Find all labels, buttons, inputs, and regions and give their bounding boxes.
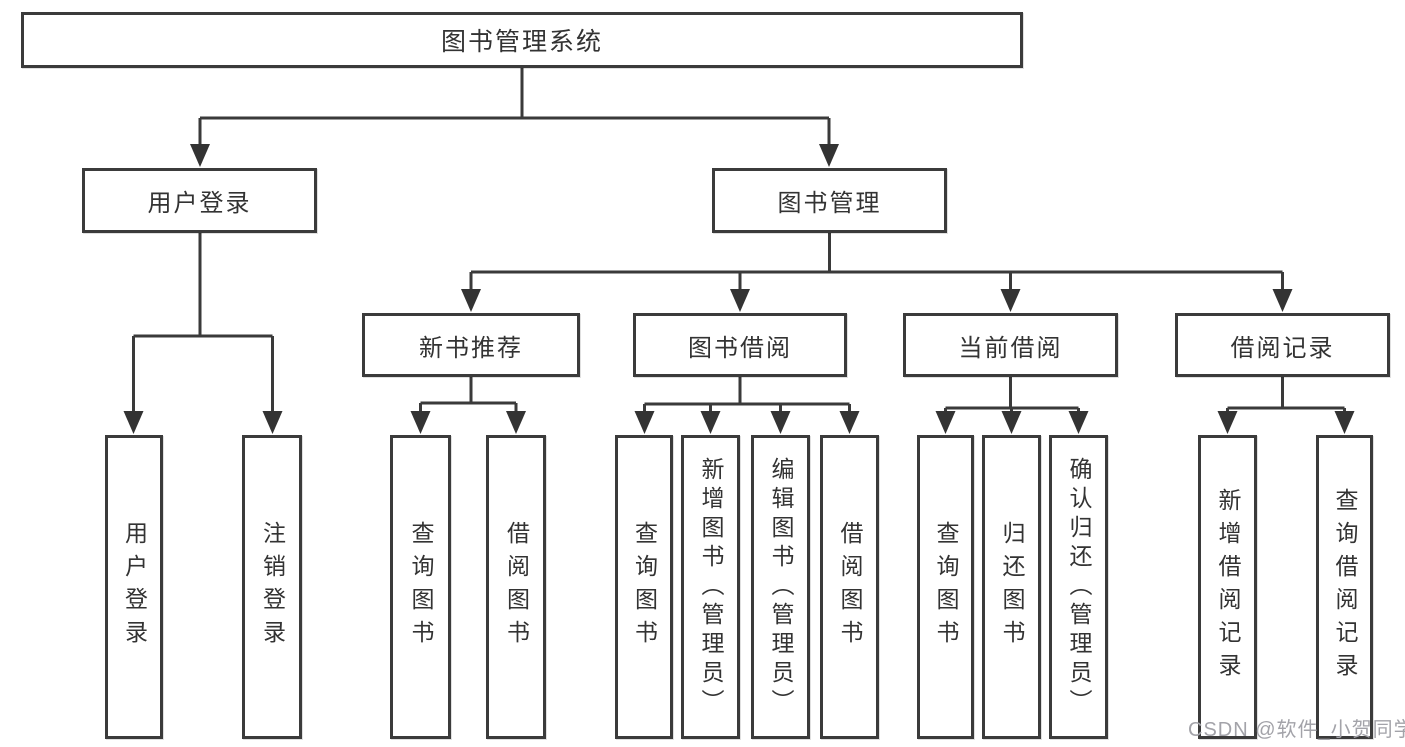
leaf-logout: 注销登录 [242,435,302,739]
arrow-icon [700,411,721,434]
node-user-login-label: 用户登录 [147,190,252,217]
leaf-borrowing-borrow-books-label: 借阅图书 [837,521,863,653]
arrow-icon [123,411,144,434]
leaf-user-login: 用户登录 [105,435,163,739]
arrow-icon [506,411,526,434]
node-book-borrowing: 图书借阅 [633,313,847,377]
leaf-records-query-record-label: 查询借阅记录 [1332,488,1358,686]
node-book-management: 图书管理 [712,168,947,233]
connector-current-branch [944,377,1080,413]
leaf-recommend-query-books: 查询图书 [390,435,451,739]
arrow-icon [839,411,860,434]
arrow-icon [262,411,283,434]
leaf-user-login-label: 用户登录 [121,521,148,653]
connector-root-branch [198,68,831,146]
node-new-book-recommend: 新书推荐 [362,313,580,377]
arrow-icon [1272,289,1293,312]
connector-userlogin-branch [132,233,274,413]
leaf-records-add-record: 新增借阅记录 [1198,435,1257,739]
connector-bookmgmt-branch [469,233,1284,291]
arrow-icon [935,411,956,434]
arrow-icon [190,144,210,167]
leaf-current-query-books-label: 查询图书 [933,521,959,653]
node-book-borrowing-label: 图书借阅 [688,334,792,362]
leaf-borrowing-edit-books-admin-label: 编辑图书（管理员） [768,456,794,718]
arrow-icon [730,289,750,312]
leaf-records-add-record-label: 新增借阅记录 [1215,488,1241,686]
arrow-icon [1068,411,1089,434]
arrow-icon [1001,411,1022,434]
connector-borrow-branch [643,377,851,413]
leaf-current-query-books: 查询图书 [917,435,974,739]
leaf-current-confirm-return-admin: 确认归还（管理员） [1049,435,1108,739]
leaf-borrowing-add-books-admin-label: 新增图书（管理员） [698,456,724,718]
node-book-management-label: 图书管理 [777,190,882,217]
arrow-icon [410,411,431,434]
leaf-borrowing-borrow-books: 借阅图书 [820,435,879,739]
leaf-borrowing-query-books-label: 查询图书 [631,521,658,653]
connector-newbooks-branch [419,377,518,413]
arrow-icon [634,411,655,434]
node-root-label: 图书管理系统 [440,28,603,56]
arrow-icon [770,411,791,434]
arrowheads [123,144,1355,434]
leaf-records-query-record: 查询借阅记录 [1316,435,1373,739]
node-current-borrowing-label: 当前借阅 [958,334,1063,362]
leaf-logout-label: 注销登录 [259,521,286,653]
leaf-borrowing-query-books: 查询图书 [615,435,673,739]
leaf-borrowing-add-books-admin: 新增图书（管理员） [681,435,740,739]
leaf-recommend-borrow-books-label: 借阅图书 [503,521,530,653]
leaf-recommend-borrow-books: 借阅图书 [486,435,546,739]
node-current-borrowing: 当前借阅 [903,313,1118,377]
leaf-current-return-books: 归还图书 [982,435,1041,739]
arrow-icon [819,144,839,167]
arrow-icon [1334,411,1355,434]
leaf-current-confirm-return-admin-label: 确认归还（管理员） [1066,456,1092,718]
connector-records-branch [1226,377,1346,413]
leaf-borrowing-edit-books-admin: 编辑图书（管理员） [751,435,810,739]
arrow-icon [1000,289,1021,312]
node-borrowing-records: 借阅记录 [1175,313,1390,377]
arrow-icon [461,289,481,312]
watermark: CSDN @软件_小贺同学 [1188,719,1405,741]
leaf-recommend-query-books-label: 查询图书 [408,521,434,653]
node-root: 图书管理系统 [21,12,1023,68]
arrow-icon [1217,411,1238,434]
node-new-book-recommend-label: 新书推荐 [419,334,523,362]
node-borrowing-records-label: 借阅记录 [1230,334,1335,362]
node-user-login: 用户登录 [82,168,317,233]
leaf-current-return-books-label: 归还图书 [999,521,1025,653]
